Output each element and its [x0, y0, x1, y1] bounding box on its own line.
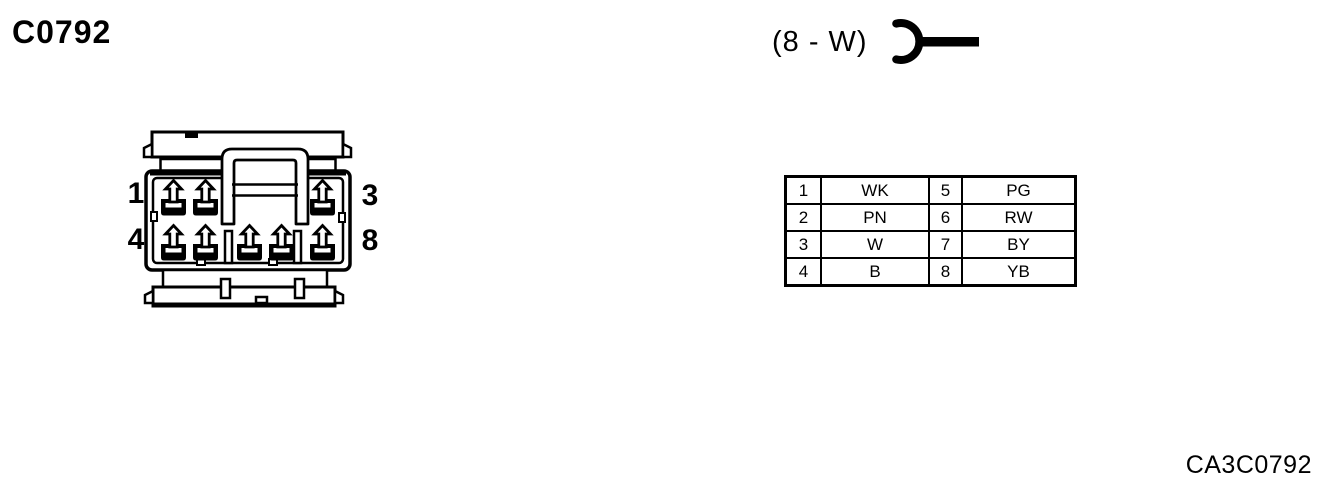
- wire-color-cell: PN: [820, 203, 930, 232]
- pin-number-cell: 4: [784, 257, 822, 287]
- wire-color-cell: W: [820, 230, 930, 259]
- right-side-notch: [338, 212, 346, 223]
- wire-color-cell: BY: [961, 230, 1077, 259]
- figure-code: CA3C0792: [1185, 451, 1312, 479]
- page-title: C0792: [12, 14, 112, 50]
- keyway-slot-right: [292, 229, 303, 265]
- wire-color-cell: WK: [820, 175, 930, 205]
- wire-color-cell: PG: [961, 175, 1077, 205]
- pin-number-cell: 6: [928, 203, 963, 232]
- bottom-flange-right-foot: [333, 288, 345, 305]
- keyway-slot-left: [223, 229, 234, 265]
- wire-color-cell: B: [820, 257, 930, 287]
- pin-number-cell: 2: [784, 203, 822, 232]
- latch-window: [234, 159, 296, 185]
- pin-number-cell: 8: [928, 257, 963, 287]
- pin-label-top-left: 1: [127, 177, 145, 210]
- terminal-wire-stub: [917, 37, 979, 47]
- pin-label-top-right: 3: [361, 179, 379, 212]
- bottom-flange-key-left: [219, 277, 232, 300]
- pin-label-bottom-left: 4: [127, 223, 145, 256]
- wire-spec-label: (8 - W): [772, 26, 868, 58]
- open-barrel-terminal-icon: [892, 19, 979, 64]
- pin-label-bottom-right: 8: [361, 224, 379, 257]
- pin-wire-color-table: 1 WK 5 PG 2 PN 6 RW 3 W 7 BY 4 B 8 YB: [784, 175, 1077, 287]
- latch-lever: [220, 147, 310, 226]
- table-row: 1 WK 5 PG: [784, 175, 1077, 205]
- bottom-flange-key-right: [293, 277, 306, 300]
- table-row: 4 B 8 YB: [784, 257, 1077, 287]
- terminal-arc: [892, 19, 924, 64]
- pin-number-cell: 3: [784, 230, 822, 259]
- bottom-flange-left-foot: [143, 288, 155, 305]
- pin-number-cell: 5: [928, 175, 963, 205]
- pin-table-body: 1 WK 5 PG 2 PN 6 RW 3 W 7 BY 4 B 8 YB: [784, 175, 1077, 287]
- top-flange-left-tab: [142, 141, 154, 159]
- top-flange-right-tab: [341, 141, 353, 159]
- table-row: 2 PN 6 RW: [784, 203, 1077, 232]
- wire-color-cell: YB: [961, 257, 1077, 287]
- connector-face-view: 1 3 4 8: [125, 113, 395, 318]
- table-row: 3 W 7 BY: [784, 230, 1077, 259]
- top-flange-notch: [185, 133, 198, 138]
- pin-number-cell: 7: [928, 230, 963, 259]
- pin-number-cell: 1: [784, 175, 822, 205]
- connector-face-diagram: [142, 130, 353, 308]
- left-side-notch: [150, 211, 158, 222]
- wire-color-cell: RW: [961, 203, 1077, 232]
- bottom-flange-notch: [254, 295, 269, 305]
